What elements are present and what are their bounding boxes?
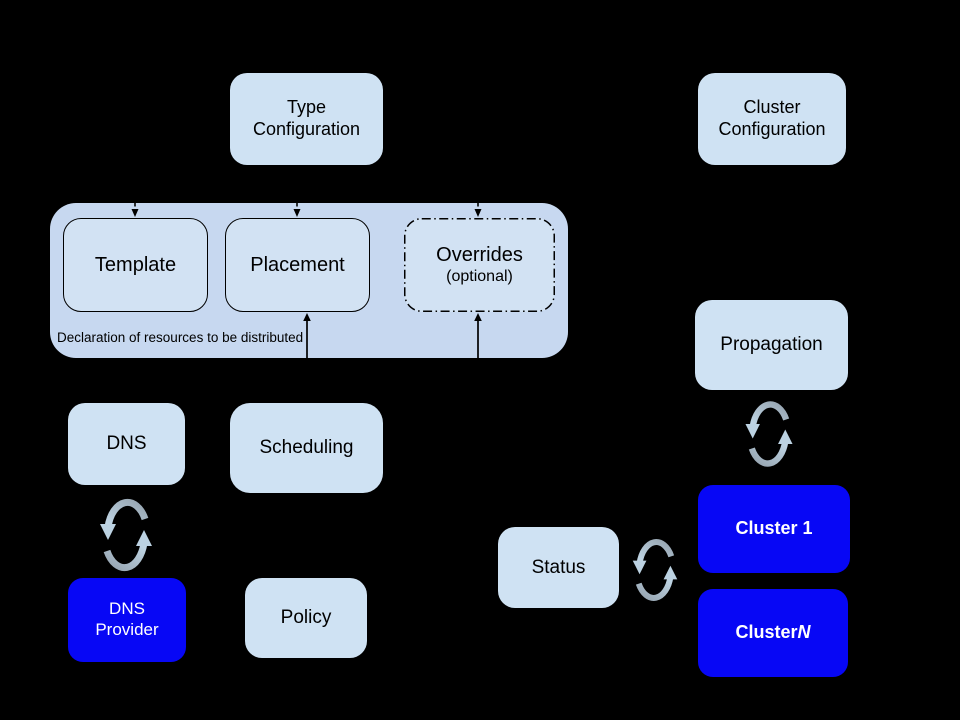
sync-icon [100,498,152,572]
type-configuration-node: Type Configuration [230,73,383,165]
cluster-configuration-node: Cluster Configuration [698,73,846,165]
propagation-node: Propagation [695,300,848,390]
status-node: Status [498,527,619,608]
sync-icon [745,401,793,467]
cluster-n-label: Cluster [735,622,798,643]
dns-node: DNS [68,403,185,485]
sync-icon [632,539,678,601]
dns-provider-node: DNS Provider [68,578,186,662]
placement-node: Placement [225,218,370,312]
cluster-n-variable: N [797,622,811,643]
overrides-title: Overrides [436,244,523,267]
scheduling-node: Scheduling [230,403,383,493]
policy-node: Policy [245,578,367,658]
cluster-1-node: Cluster 1 [698,485,850,573]
group-caption: Declaration of resources to be distribut… [57,330,304,345]
template-node: Template [63,218,208,312]
overrides-subtitle: (optional) [446,268,513,286]
cluster-n-node: Cluster N [698,589,848,677]
overrides-node: Overrides (optional) [404,218,555,312]
